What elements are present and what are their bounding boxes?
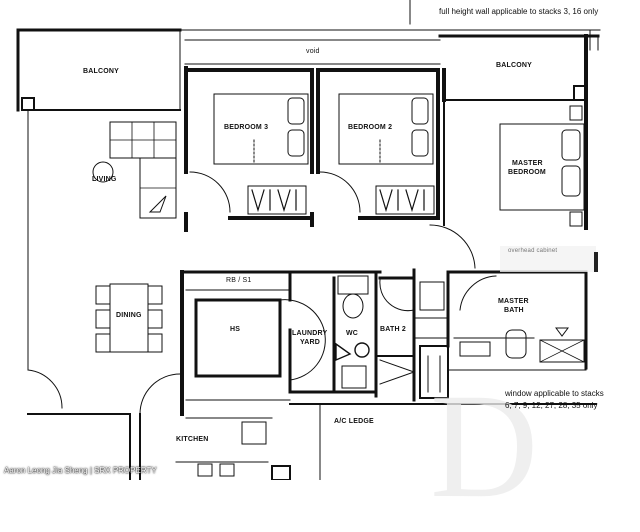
watermark-credit: Aaron Leong Jia Sheng | SRX PROPERTY <box>4 466 157 475</box>
label-bedroom3: BEDROOM 3 <box>224 124 269 131</box>
label-master-bath-1: MASTER <box>498 298 529 305</box>
void-line <box>184 39 441 65</box>
label-wc: WC <box>346 330 359 337</box>
label-bedroom2: BEDROOM 2 <box>348 124 393 131</box>
label-balcony-left: BALCONY <box>83 68 120 75</box>
hs-room <box>194 298 282 378</box>
bed-bedroom3 <box>213 93 309 165</box>
label-kitchen: KITCHEN <box>176 436 209 443</box>
label-ac-ledge: A/C LEDGE <box>334 418 374 425</box>
note-window-line1: window applicable to stacks <box>505 389 604 398</box>
label-living: LIVING <box>92 176 117 183</box>
label-laundry-1: LAUNDRY <box>292 330 328 337</box>
label-balcony-right: BALCONY <box>496 62 533 69</box>
watermark-logo: D <box>430 363 539 529</box>
label-laundry-2: YARD <box>300 339 320 346</box>
label-master-bath-2: BATH <box>504 307 524 314</box>
bed-master <box>499 123 585 211</box>
label-bath2: BATH 2 <box>380 326 406 333</box>
bed-bedroom2 <box>338 93 434 165</box>
label-wardrobe-note: overhead cabinet <box>508 248 558 254</box>
note-full-height-wall: full height wall applicable to stacks 3,… <box>439 7 599 16</box>
label-hs: HS <box>230 326 241 333</box>
label-rb-s1: RB / S1 <box>226 277 252 284</box>
note-window-line2: 6, 7, 9, 12, 27, 28, 35 only <box>505 401 598 410</box>
label-master-bedroom-1: MASTER <box>512 160 543 167</box>
floor-plan <box>16 0 601 480</box>
label-dining: DINING <box>116 312 142 319</box>
label-master-bedroom-2: BEDROOM <box>508 169 546 176</box>
label-void: void <box>306 48 320 55</box>
